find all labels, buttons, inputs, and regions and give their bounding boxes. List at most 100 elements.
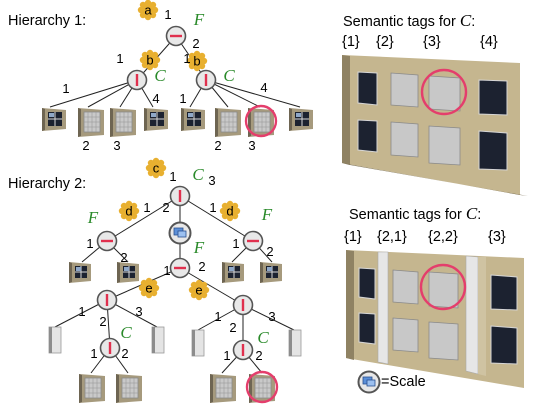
tag-e: e [138,277,160,299]
tag-letter: e [195,283,202,298]
semantic2-title: Semantic tags for C: [349,204,481,224]
semantic1-tag-1: {1} [342,34,360,50]
window-reflection [76,267,81,271]
facade2-window-col4-top [490,274,518,311]
facade1-glassblock-col2-top [390,72,419,108]
leaf-wall-slab [191,329,205,357]
semantic1-tag-2: {2} [376,34,394,50]
h1-root-node [165,25,187,47]
facade2-window-col4-bottom [490,325,518,365]
edge-label: 1 [179,91,186,106]
tile-side [215,108,218,137]
facade2-glassblock-col2-top [392,269,419,305]
tile-side [117,262,120,283]
semantic1-title-var: C [459,11,472,30]
edge-label: 1 [116,51,123,66]
highlight-circle [419,263,467,311]
facade1-glassblock-col3-bottom [428,125,461,166]
h1-left-type-label: C [154,66,166,85]
edge-label: 3 [208,173,215,188]
facade1-glassblock-col2-bottom [390,121,419,158]
semantic1-tag-3: {3} [423,34,441,50]
facade2-glassblock-col2-bottom [392,317,419,353]
h2-sub-left-child-node [99,337,121,359]
edge-label: 3 [268,309,275,324]
h2-root-type-label: C [192,165,204,184]
facade1-window-col1-bottom [357,119,378,153]
highlight-circle [420,68,468,116]
h2-sub-right-child-type-label: C [257,328,269,347]
tag-b: b [186,50,208,72]
facade1-window-col4-bottom [478,130,508,171]
leaf-window-tile [260,262,282,283]
facade2-wall-pillar-side [478,257,486,376]
h2-right-node [242,230,264,252]
edge-label: 2 [266,244,273,259]
h2-sub-left-node [96,289,118,311]
tag-e: e [188,279,210,301]
wall-slab-side [289,330,292,356]
edge-label: 3 [248,138,255,153]
edge-label: 1 [62,81,69,96]
leaf-glass-tile [79,374,105,403]
window-reflection [151,113,156,117]
leaf-window-tile [144,108,168,131]
edge-label: 2 [192,36,199,51]
leaf-window-tile [69,262,91,283]
edge-line [179,195,254,242]
window-reflection [49,113,54,117]
edge-label: 1 [163,263,170,278]
edge-label: 1 [232,236,239,251]
semantic2-title-text: Semantic tags for [349,207,466,223]
tag-blob [191,55,203,67]
semantic1-title-suffix: : [471,14,476,30]
leaf-glass-tile [116,374,142,403]
leaf-window-tile [181,108,205,131]
edge-label: 2 [82,138,89,153]
tag-letter: b [146,53,153,68]
leaf-window-tile [42,108,66,131]
tag-blob [224,205,236,217]
edge-label: 1 [209,200,216,215]
tag-blob [142,4,154,16]
facade-1-illustration [342,55,528,196]
tag-letter: e [145,281,152,296]
h2-scale-child-node [169,257,191,279]
tile-side [110,108,113,137]
window-reflection [296,113,301,117]
facade2-window-col1-top [358,267,376,300]
tile-side [78,108,81,137]
tag-b: b [139,49,161,71]
leaf-window-tile [222,262,244,283]
tile-side [42,108,45,131]
h1-right-type-label: C [223,66,235,85]
edge-label: 1 [143,200,150,215]
h2-scale-node [168,221,192,245]
highlight-circle [245,370,279,404]
h2-left-type-label: F [87,208,99,227]
tag-d: d [118,200,140,222]
tile-side [79,374,82,403]
edge-line [205,79,301,108]
window-reflection [124,267,129,271]
tile-side [116,374,119,403]
tile-side [260,262,263,283]
edge-line [179,267,244,306]
facade2-window-col1-bottom [358,312,376,345]
facade-side [342,55,350,165]
edge-label: 1 [183,51,190,66]
leaf-wall-slab [151,326,165,354]
leaf-glass-tile [215,108,241,137]
edge-line [106,195,181,242]
highlight-circle [244,104,278,138]
leaf-glass-tile [248,108,274,137]
tag-letter: d [125,204,132,219]
h2-sub-right-node [232,294,254,316]
semantic2-tag-1: {1} [344,229,362,245]
scale-icon-box [177,230,187,238]
semantic1-tags: {1} {2} {3} {4} [342,34,542,54]
semantic1-title-text: Semantic tags for [343,14,460,30]
tile-side [181,108,184,131]
semantic2-tag-2: {2,1} [377,229,407,245]
h2-sub-left-child-type-label: C [120,323,132,342]
